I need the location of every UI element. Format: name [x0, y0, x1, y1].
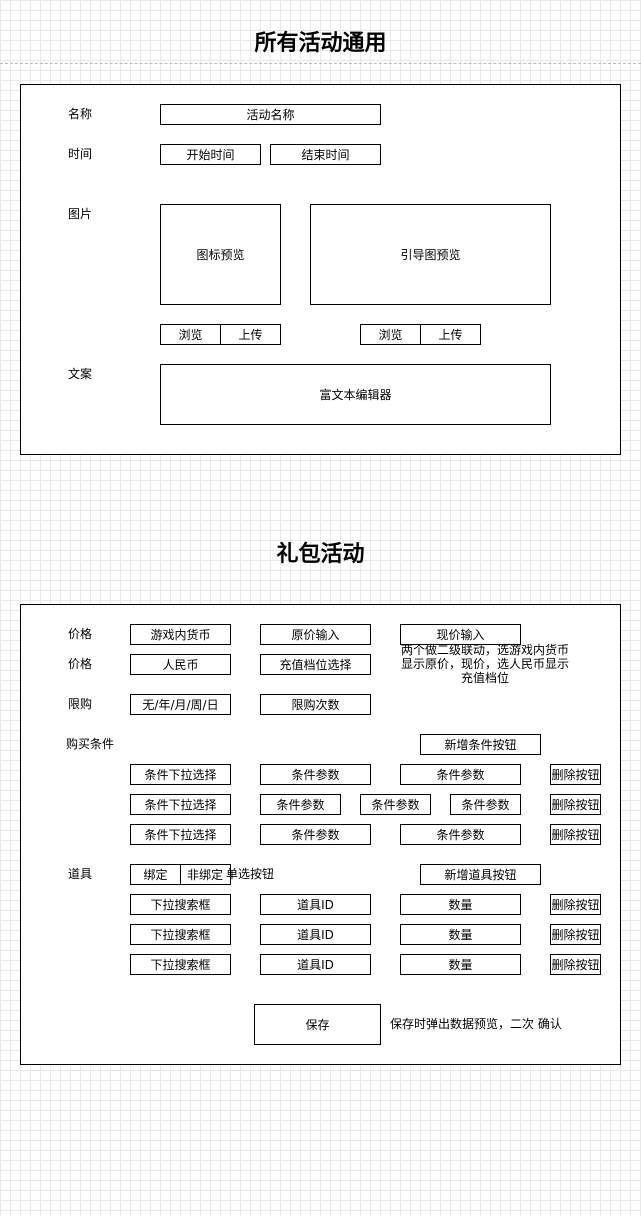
limit-period-select[interactable]: 无/年/月/周/日 — [130, 694, 231, 715]
quantity-input[interactable]: 数量 — [400, 954, 521, 975]
delete-button[interactable]: 删除按钮 — [550, 824, 601, 845]
end-time-input[interactable]: 结束时间 — [270, 144, 381, 165]
rmb-option[interactable]: 人民币 — [130, 654, 231, 675]
icon-browse-button[interactable]: 浏览 — [160, 324, 221, 345]
section-title-common: 所有活动通用 — [254, 31, 387, 56]
condition-param-input[interactable]: 条件参数 — [450, 794, 521, 815]
item-search-dropdown[interactable]: 下拉搜索框 — [130, 954, 231, 975]
condition-select[interactable]: 条件下拉选择 — [130, 764, 231, 785]
image-label: 图片 — [68, 207, 93, 221]
item-label: 道具 — [68, 867, 93, 881]
save-note: 保存时弹出数据预览，二次 确认 — [390, 1017, 562, 1031]
copy-label: 文案 — [68, 367, 93, 381]
original-price-input[interactable]: 原价输入 — [260, 624, 371, 645]
delete-button[interactable]: 删除按钮 — [550, 894, 601, 915]
linkage-note-line-1: 两个做二级联动，选游戏内货币 — [400, 643, 569, 657]
game-currency-option[interactable]: 游戏内货币 — [130, 624, 231, 645]
linkage-note-line-2: 显示原价，现价，选人民币显示 — [400, 656, 569, 671]
price-label-2: 价格 — [68, 657, 93, 671]
price-label-1: 价格 — [68, 627, 93, 641]
item-id-input[interactable]: 道具ID — [260, 954, 371, 975]
condition-param-input[interactable]: 条件参数 — [260, 824, 371, 845]
condition-select[interactable]: 条件下拉选择 — [130, 824, 231, 845]
delete-button[interactable]: 删除按钮 — [550, 794, 601, 815]
buy-condition-label: 购买条件 — [66, 737, 115, 751]
item-search-dropdown[interactable]: 下拉搜索框 — [130, 894, 231, 915]
linkage-note: 两个做二级联动，选游戏内货币 显示原价，现价，选人民币显示 充值档位 — [400, 643, 570, 685]
delete-button[interactable]: 删除按钮 — [550, 924, 601, 945]
delete-button[interactable]: 删除按钮 — [550, 764, 601, 785]
divider-dashed — [0, 63, 641, 64]
condition-param-input[interactable]: 条件参数 — [360, 794, 431, 815]
guide-browse-button[interactable]: 浏览 — [360, 324, 421, 345]
condition-select[interactable]: 条件下拉选择 — [130, 794, 231, 815]
rich-text-editor[interactable]: 富文本编辑器 — [160, 364, 551, 425]
condition-param-input[interactable]: 条件参数 — [260, 794, 341, 815]
item-id-input[interactable]: 道具ID — [260, 924, 371, 945]
activity-name-input[interactable]: 活动名称 — [160, 104, 381, 125]
radio-button-note: 单选按钮 — [226, 867, 275, 881]
icon-preview: 图标预览 — [160, 204, 281, 305]
name-label: 名称 — [68, 107, 93, 121]
delete-button[interactable]: 删除按钮 — [550, 954, 601, 975]
linkage-note-line-3: 充值档位 — [460, 670, 509, 685]
current-price-input[interactable]: 现价输入 — [400, 624, 521, 645]
section-title-gift-pack: 礼包活动 — [276, 542, 365, 567]
recharge-tier-select[interactable]: 充值档位选择 — [260, 654, 371, 675]
start-time-input[interactable]: 开始时间 — [160, 144, 261, 165]
save-button[interactable]: 保存 — [254, 1004, 381, 1045]
guide-image-preview: 引导图预览 — [310, 204, 551, 305]
limit-count-input[interactable]: 限购次数 — [260, 694, 371, 715]
quantity-input[interactable]: 数量 — [400, 894, 521, 915]
condition-param-input[interactable]: 条件参数 — [260, 764, 371, 785]
bound-radio[interactable]: 绑定 — [130, 864, 181, 885]
guide-upload-button[interactable]: 上传 — [420, 324, 481, 345]
unbound-radio[interactable]: 非绑定 — [180, 864, 231, 885]
time-label: 时间 — [68, 147, 93, 161]
quantity-input[interactable]: 数量 — [400, 924, 521, 945]
condition-param-input[interactable]: 条件参数 — [400, 764, 521, 785]
item-search-dropdown[interactable]: 下拉搜索框 — [130, 924, 231, 945]
icon-upload-button[interactable]: 上传 — [220, 324, 281, 345]
item-id-input[interactable]: 道具ID — [260, 894, 371, 915]
add-item-button[interactable]: 新增道具按钮 — [420, 864, 541, 885]
limit-label: 限购 — [68, 697, 93, 711]
condition-param-input[interactable]: 条件参数 — [400, 824, 521, 845]
add-condition-button[interactable]: 新增条件按钮 — [420, 734, 541, 755]
